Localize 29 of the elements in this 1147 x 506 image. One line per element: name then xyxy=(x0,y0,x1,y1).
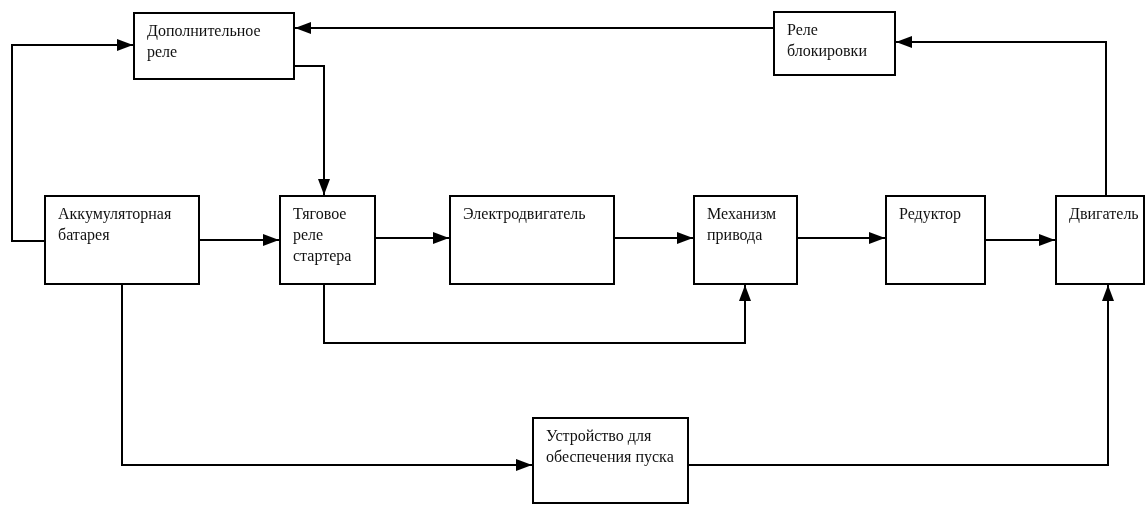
process-box xyxy=(885,195,986,285)
process-box xyxy=(773,11,896,76)
process-box xyxy=(532,417,689,504)
process-box xyxy=(279,195,376,285)
box-label: Редуктор xyxy=(899,204,963,224)
box-label: Тяговое реле стартера xyxy=(293,204,353,266)
arrow xyxy=(199,234,280,246)
arrow xyxy=(375,232,450,244)
arrow xyxy=(121,284,533,471)
box-label: Механизм привода xyxy=(707,204,778,245)
arrow xyxy=(895,36,1107,196)
box-label: Устройство для обеспечения пуска xyxy=(546,426,675,467)
arrow xyxy=(294,22,774,34)
process-box xyxy=(449,195,615,285)
arrow xyxy=(797,232,886,244)
process-box xyxy=(1055,195,1145,285)
process-box xyxy=(44,195,200,285)
arrow xyxy=(294,65,330,196)
process-box xyxy=(133,12,295,80)
box-label: Аккумуляторная батарея xyxy=(58,204,173,245)
process-box xyxy=(693,195,798,285)
arrow xyxy=(323,284,751,344)
arrow xyxy=(688,284,1114,466)
box-label: Дополнительное реле xyxy=(147,21,262,62)
arrow xyxy=(11,39,134,242)
arrow xyxy=(614,232,694,244)
arrow xyxy=(985,234,1056,246)
box-label: Реле блокировки xyxy=(787,20,868,61)
box-label: Электродвигатель xyxy=(463,204,587,224)
